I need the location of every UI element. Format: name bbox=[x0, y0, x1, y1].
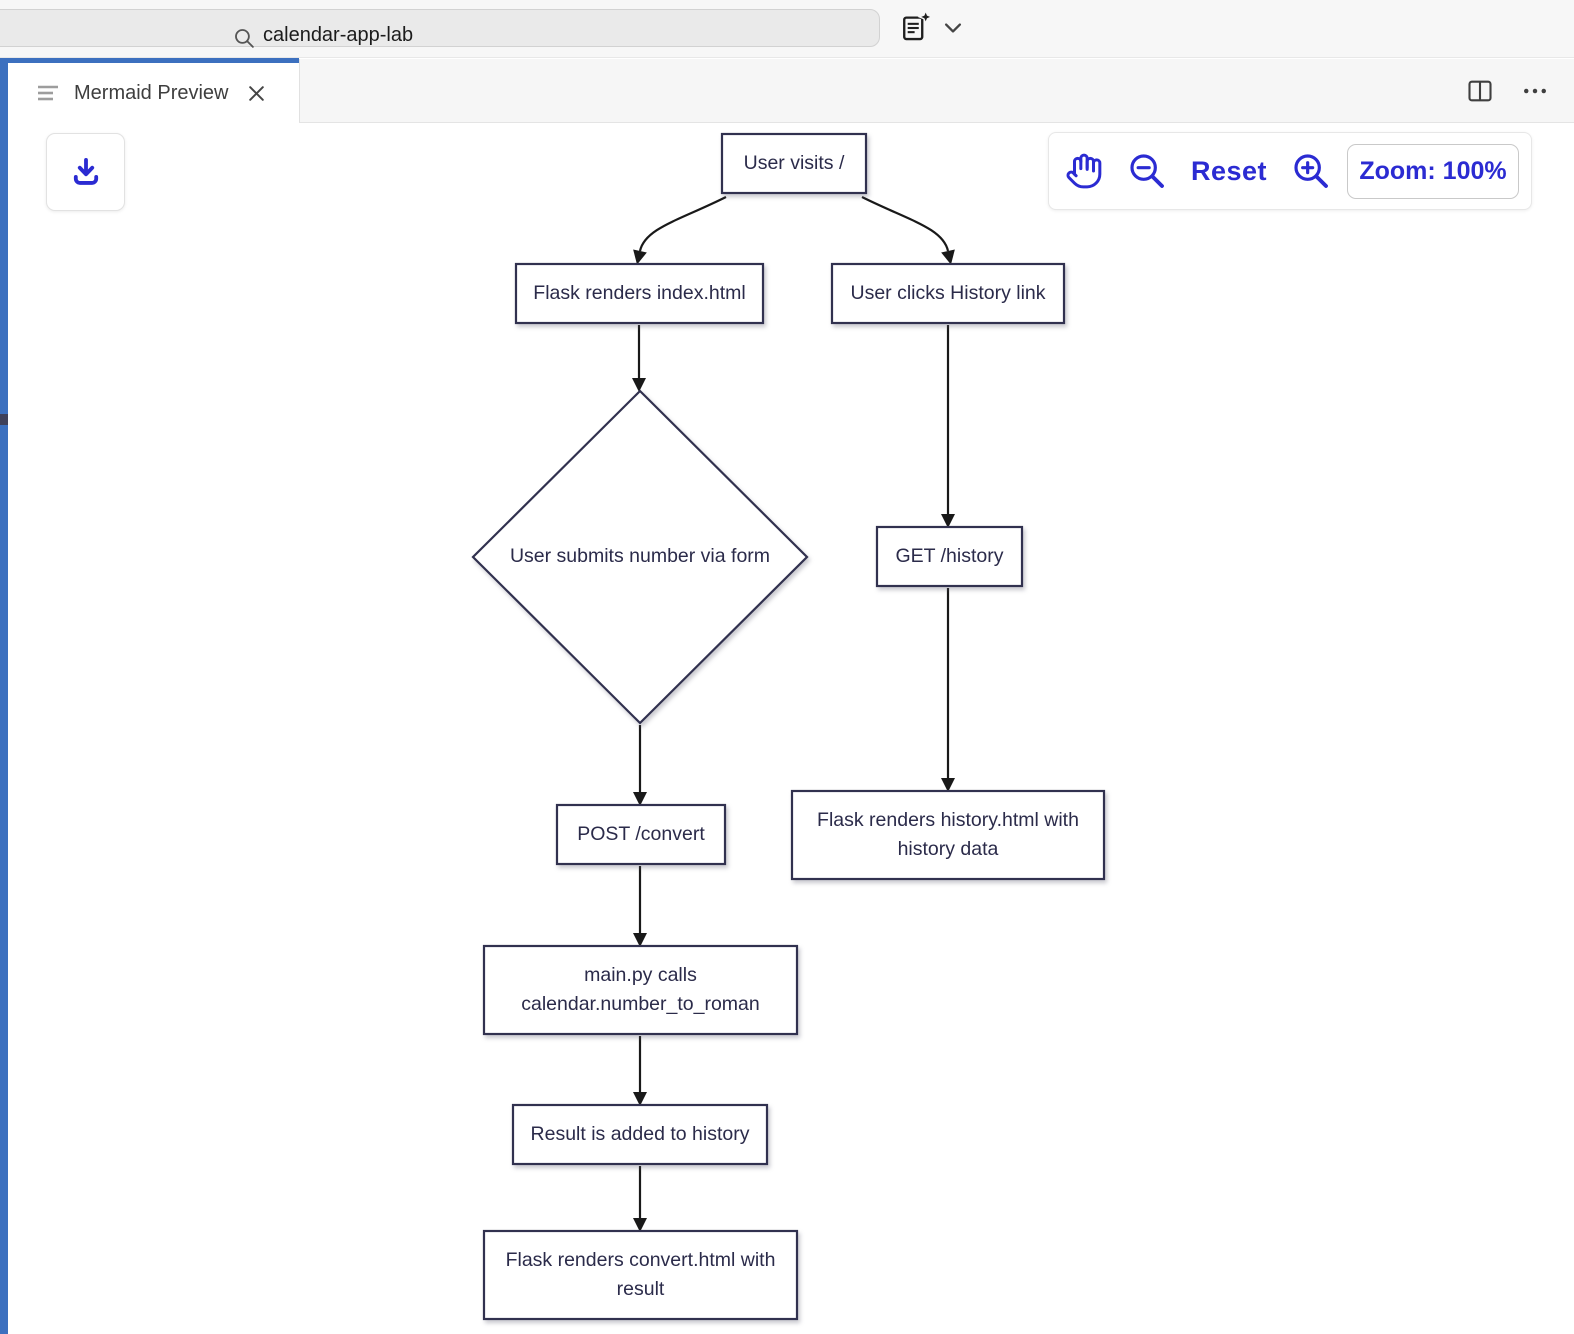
node-submits-form-shape bbox=[471, 389, 809, 725]
zoom-level-indicator[interactable]: Zoom: 100% bbox=[1347, 143, 1519, 199]
more-actions-icon[interactable] bbox=[1520, 77, 1550, 105]
split-editor-icon[interactable] bbox=[1466, 77, 1494, 105]
reset-button[interactable]: Reset bbox=[1191, 155, 1268, 186]
node-get-history-shape bbox=[875, 525, 1024, 588]
node-clicks-history-shape bbox=[830, 262, 1066, 325]
zoom-out-button[interactable] bbox=[1127, 151, 1167, 191]
edge-visits-to-index bbox=[633, 196, 727, 265]
command-center-search[interactable]: calendar-app-lab bbox=[0, 9, 880, 48]
new-chat-doc-icon[interactable] bbox=[898, 10, 934, 46]
chevron-down-icon[interactable] bbox=[942, 17, 964, 39]
search-input-value: calendar-app-lab bbox=[263, 24, 414, 46]
mermaid-preview-canvas[interactable]: Reset Zoom: 100% bbox=[8, 123, 1574, 1334]
node-post-convert-shape bbox=[555, 803, 727, 866]
zoom-out-icon bbox=[1130, 154, 1164, 188]
panel-resize-sash[interactable] bbox=[0, 414, 8, 425]
tab-strip bbox=[299, 59, 1574, 123]
tab-title: Mermaid Preview bbox=[74, 81, 229, 104]
node-mainpy-shape bbox=[482, 944, 799, 1036]
panel-focus-border-left bbox=[0, 58, 8, 1334]
download-button[interactable] bbox=[46, 133, 125, 211]
node-history-page-shape bbox=[790, 789, 1106, 881]
search-icon bbox=[235, 29, 254, 48]
outline-icon bbox=[38, 85, 58, 101]
zoom-toolbar: Reset Zoom: 100% bbox=[1048, 132, 1532, 210]
tab-mermaid-preview[interactable]: Mermaid Preview bbox=[8, 63, 299, 123]
window-titlebar: calendar-app-lab bbox=[0, 0, 1574, 58]
zoom-in-button[interactable] bbox=[1291, 151, 1331, 191]
node-result-added-shape bbox=[511, 1103, 769, 1166]
edge-visits-to-historylink bbox=[861, 196, 955, 265]
node-flask-index-shape bbox=[514, 262, 765, 325]
close-icon[interactable] bbox=[246, 83, 267, 104]
pan-hand-button[interactable] bbox=[1065, 152, 1103, 190]
hand-icon bbox=[1066, 153, 1102, 189]
panel-focus-border-top bbox=[0, 58, 299, 63]
node-convert-page-shape bbox=[482, 1229, 799, 1321]
download-icon bbox=[73, 158, 98, 185]
node-user-visits-shape bbox=[720, 132, 868, 195]
zoom-in-icon bbox=[1294, 154, 1328, 188]
